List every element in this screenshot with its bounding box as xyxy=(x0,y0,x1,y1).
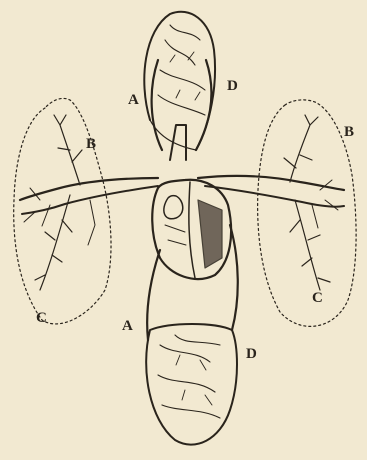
label-b-right: B xyxy=(344,124,354,140)
heart xyxy=(152,180,231,279)
label-c-left: C xyxy=(36,310,47,326)
lower-capillary-bed xyxy=(146,324,237,445)
lower-vessels xyxy=(147,225,238,340)
label-d-upper: D xyxy=(227,78,238,94)
upper-vessels xyxy=(152,60,212,160)
left-lung xyxy=(14,98,158,324)
label-a-upper: A xyxy=(128,92,139,108)
label-c-right: C xyxy=(312,290,323,306)
label-d-lower: D xyxy=(246,346,257,362)
label-b-left: B xyxy=(86,136,96,152)
label-a-lower: A xyxy=(122,318,133,334)
